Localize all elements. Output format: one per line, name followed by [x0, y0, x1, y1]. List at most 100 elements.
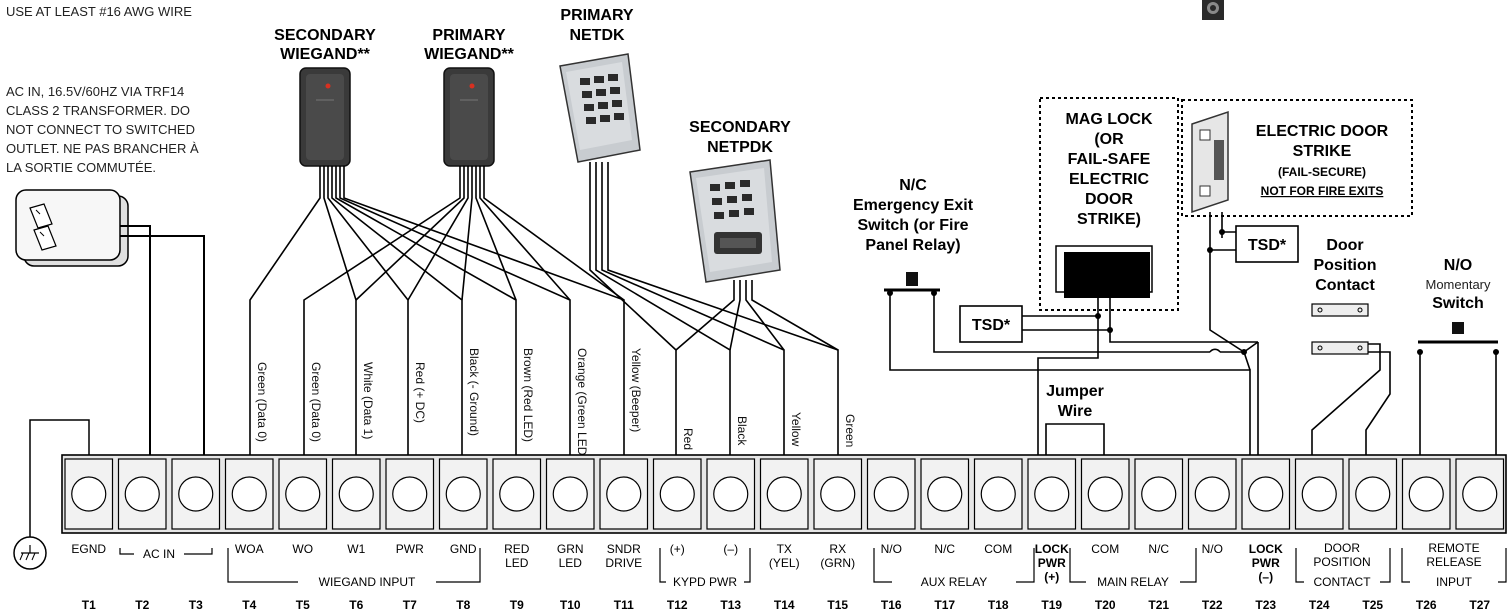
door-strike-warning: NOT FOR FIRE EXITS: [1261, 184, 1384, 198]
terminal-number: T20: [1095, 598, 1116, 612]
secondary-netpdk-keypad-icon: [689, 159, 781, 283]
wire-label: Brown (Red LED): [521, 348, 535, 442]
terminal-label: (GRN): [820, 556, 855, 570]
terminal-screw-icon: [124, 476, 160, 512]
mag-lock-wires: [1022, 298, 1258, 455]
terminal-screw-icon: [552, 476, 588, 512]
terminal-label: (–): [1258, 570, 1273, 584]
terminal-number: T6: [349, 598, 363, 612]
primary-netdk-title: PRIMARY: [560, 7, 634, 24]
wire-label: White (Data 1): [361, 362, 375, 439]
terminal-label: N/O: [1202, 542, 1223, 556]
terminal-5: WO T5: [278, 458, 328, 612]
wire-label: Green: [843, 414, 857, 447]
wire-label: Orange (Green LED): [575, 348, 589, 459]
terminal-20: COM T20: [1080, 458, 1130, 612]
terminal-12: (+) T12: [652, 458, 702, 612]
terminal-24: T24: [1294, 458, 1344, 612]
momentary-switch-title: Switch: [1432, 295, 1484, 312]
tsd-label: TSD*: [972, 317, 1011, 334]
terminal-number: T12: [667, 598, 688, 612]
terminal-screw-icon: [231, 476, 267, 512]
terminal-number: T26: [1416, 598, 1437, 612]
primary-netdk-keypad-icon: [559, 53, 641, 163]
terminal-number: T11: [614, 598, 634, 612]
speaker-icon: [1202, 0, 1224, 20]
terminal-label: (–): [723, 542, 738, 556]
terminal-screw-icon: [1248, 476, 1284, 512]
terminal-number: T5: [296, 598, 310, 612]
terminal-number: T3: [189, 598, 203, 612]
group-label: AUX RELAY: [921, 575, 987, 589]
terminal-label: LOCK: [1249, 542, 1283, 556]
ac-note-line: LA SORTIE COMMUTÉE.: [6, 160, 156, 175]
group-label: WIEGAND INPUT: [319, 575, 416, 589]
group-label: AC IN: [143, 547, 175, 561]
terminal-14: TX(YEL)T14: [759, 458, 809, 612]
terminal-screw-icon: [1034, 476, 1070, 512]
terminal-label: N/C: [934, 542, 955, 556]
door-contact-wires: [1311, 343, 1391, 455]
group-label: REMOTE: [1428, 541, 1479, 555]
terminal-number: T19: [1041, 598, 1062, 612]
terminal-label: DRIVE: [605, 556, 642, 570]
mag-lock-title: (OR: [1094, 131, 1124, 148]
ac-note-line: OUTLET. NE PAS BRANCHER À: [6, 141, 199, 156]
door-strike-icon: [1191, 110, 1229, 214]
terminal-number: T8: [456, 598, 470, 612]
door-strike-box: [1181, 99, 1413, 217]
terminal-label: GRN: [557, 542, 584, 556]
mag-lock-box: [1039, 97, 1179, 311]
terminal-screw-icon: [1462, 476, 1498, 512]
terminal-label: PWR: [396, 542, 424, 556]
terminal-screw-icon: [392, 476, 428, 512]
mag-lock-icon: [1055, 245, 1153, 298]
group-brackets: [119, 548, 1507, 583]
tsd-box: [959, 305, 1023, 343]
terminal-screw-icon: [1194, 476, 1230, 512]
terminal-label: COM: [1091, 542, 1119, 556]
terminal-number: T10: [560, 598, 581, 612]
terminal-screw-icon: [980, 476, 1016, 512]
group-label: MAIN RELAY: [1097, 575, 1169, 589]
momentary-switch-title: Momentary: [1425, 277, 1491, 292]
terminal-number: T13: [720, 598, 741, 612]
primary-wiegand-title: WIEGAND**: [424, 46, 515, 63]
terminal-label: W1: [347, 542, 365, 556]
terminal-number: T24: [1309, 598, 1330, 612]
terminal-screw-icon: [285, 476, 321, 512]
terminal-screw-icon: [1301, 476, 1337, 512]
terminal-screw-icon: [178, 476, 214, 512]
emergency-exit-title: N/C: [899, 177, 927, 194]
emergency-exit-switch-icon: [884, 272, 940, 296]
wire-label: Black: [735, 416, 749, 446]
emergency-exit-title: Emergency Exit: [853, 197, 974, 214]
terminal-screw-icon: [766, 476, 802, 512]
terminal-number: T1: [82, 598, 96, 612]
terminal-screw-icon: [499, 476, 535, 512]
ac-power-note: AC IN, 16.5V/60HZ VIA TRF14 CLASS 2 TRAN…: [6, 84, 199, 175]
terminal-screw-icon: [873, 476, 909, 512]
terminal-label: WO: [292, 542, 313, 556]
group-label: RELEASE: [1426, 555, 1481, 569]
terminal-label: LOCK: [1035, 542, 1069, 556]
terminal-label: (+): [670, 542, 685, 556]
terminal-number: T17: [934, 598, 955, 612]
terminal-screw-icon: [338, 476, 374, 512]
terminal-screw-icon: [1141, 476, 1177, 512]
terminal-13: (–) T13: [706, 458, 756, 612]
secondary-wiegand-reader-icon: [299, 67, 351, 167]
ac-note-line: AC IN, 16.5V/60HZ VIA TRF14: [6, 84, 184, 99]
